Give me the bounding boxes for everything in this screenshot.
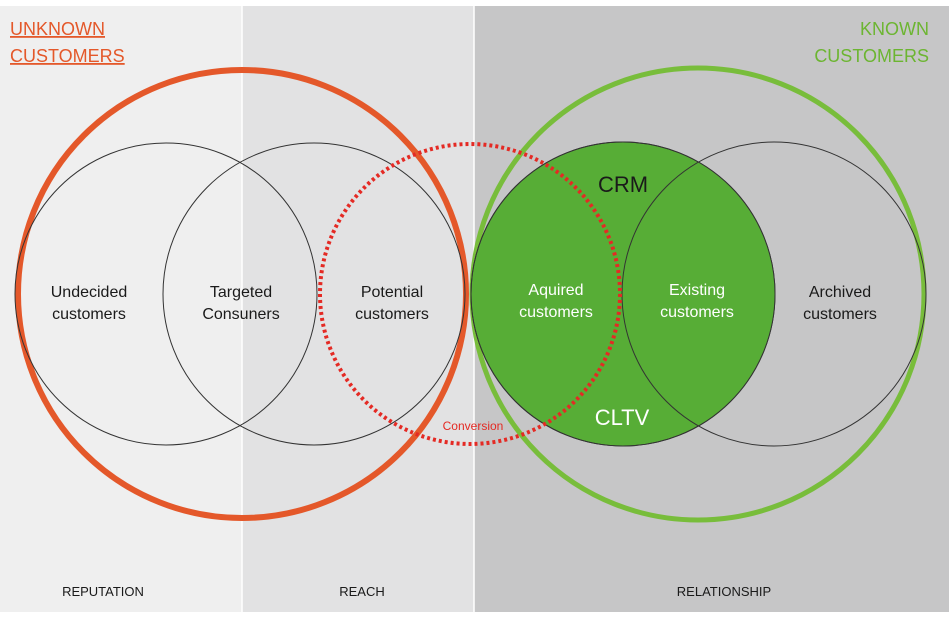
targeted-label-line1: Targeted <box>210 284 272 301</box>
undecided-customers-circle <box>14 142 318 446</box>
existing-label-line2: customers <box>660 304 734 321</box>
archived-label-line2: customers <box>803 306 877 323</box>
reach-band-label: REACH <box>339 584 385 599</box>
targeted-consumers-circle <box>162 142 466 446</box>
unknown-customers-title-line1: UNKNOWN <box>10 19 105 39</box>
archived-label-line1: Archived <box>809 284 871 301</box>
relationship-band-label: RELATIONSHIP <box>677 584 771 599</box>
potential-label-line1: Potential <box>361 284 423 301</box>
potential-label-line2: customers <box>355 306 429 323</box>
existing-overlap-fill <box>622 142 775 446</box>
aquired-customers-outline <box>470 141 776 447</box>
unknown-customers-title-line2: CUSTOMERS <box>10 46 125 66</box>
crm-label: CRM <box>598 172 648 197</box>
cltv-label: CLTV <box>595 405 650 430</box>
band-reach-background <box>242 6 474 612</box>
existing-label-line1: Existing <box>669 282 725 299</box>
unknown-customers-ring <box>15 67 469 521</box>
conversion-dotted-circle <box>318 142 622 446</box>
known-customers-title-line2: CUSTOMERS <box>814 46 929 66</box>
conversion-label: Conversion <box>443 419 504 433</box>
aquired-label-line1: Aquired <box>528 282 583 299</box>
targeted-label-line2: Consuners <box>202 306 279 323</box>
aquired-label-line2: customers <box>519 304 593 321</box>
known-customers-title-line1: KNOWN <box>860 19 929 39</box>
undecided-label-line1: Undecided <box>51 284 128 301</box>
reputation-band-label: REPUTATION <box>62 584 144 599</box>
undecided-label-line2: customers <box>52 306 126 323</box>
